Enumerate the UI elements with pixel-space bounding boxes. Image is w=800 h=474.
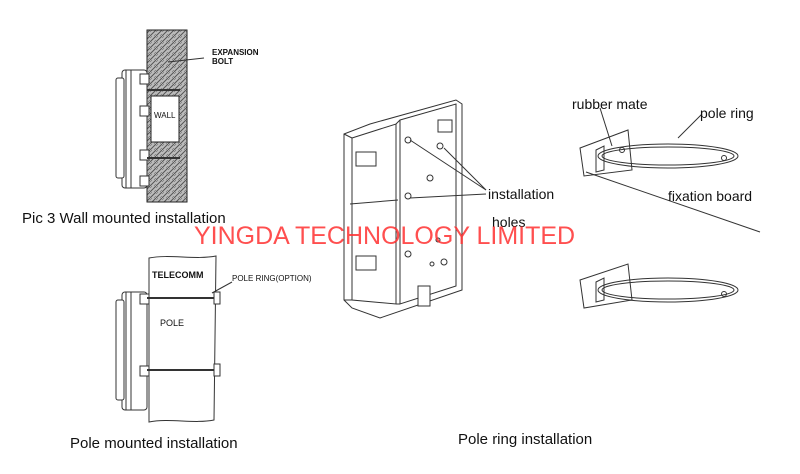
wall-mount-figure [115,29,205,203]
label-wall: WALL [154,111,176,120]
label-expansion-bolt: EXPANSION BOLT [212,48,259,66]
pole-outline [148,255,217,423]
pole-mount-figure [115,255,233,423]
label-installation: installation [488,186,555,202]
label-holes: holes [492,214,526,230]
label-pole: POLE [160,318,185,328]
label-pole-ring: pole ring [700,105,754,121]
fixation-board-bottom [579,263,633,309]
pole-ring-figure-top [579,107,761,233]
caption-pole-mounted: Pole mounted installation [70,435,238,452]
watermark: YINGDA TECHNOLOGY LIMITED [194,222,576,250]
caption-pole-ring-installation: Pole ring installation [458,431,593,448]
label-fixation-board: fixation board [668,188,753,204]
pole-ring-top [597,143,739,169]
label-rubber-mate: rubber mate [572,96,648,112]
wall-cutout [150,95,180,143]
label-telecomm: TELECOMM [152,270,204,280]
label-pole-ring-option: POLE RING(OPTION) [232,274,312,283]
pole-ring-bottom [597,277,739,303]
caption-wall-mounted: Pic 3 Wall mounted installation [22,210,226,227]
enclosure-front-view [343,99,487,319]
pole-ring-figure-bottom [579,263,739,309]
